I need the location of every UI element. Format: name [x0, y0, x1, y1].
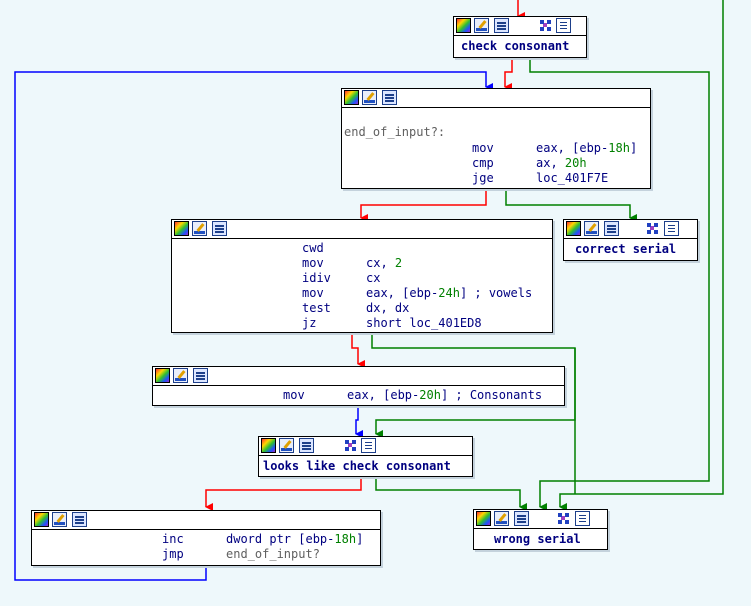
block-looks-like-check-consonant[interactable]: looks like check consonant	[258, 436, 473, 477]
mnemonic: jz	[302, 316, 317, 330]
operand: eax, [ebp-24h] ; vowels	[366, 286, 533, 300]
mnemonic: cmp	[472, 156, 494, 170]
operand: dword ptr [ebp-18h]	[226, 532, 364, 546]
node-list-icon[interactable]	[361, 438, 376, 453]
graph-color-icon[interactable]	[344, 90, 359, 105]
block-title: wrong serial	[494, 532, 581, 546]
edit-color-icon[interactable]	[173, 368, 188, 383]
edit-color-icon[interactable]	[584, 221, 599, 236]
block-header	[32, 511, 380, 530]
mnemonic: mov	[283, 388, 305, 402]
node-list-icon[interactable]	[575, 511, 590, 526]
graph-color-icon[interactable]	[261, 438, 276, 453]
block-inc-jmp[interactable]: inc dword ptr [ebp-18h] jmp end_of_input…	[31, 510, 381, 566]
edge-end-to-correct	[505, 189, 637, 222]
block-cwd-idiv[interactable]: cwd mov cx, 2 idiv cx mov eax, [ebp-24h]…	[171, 219, 553, 333]
block-title: correct serial	[575, 242, 677, 256]
mnemonic: idiv	[302, 271, 331, 285]
block-header	[153, 367, 564, 386]
block-title: looks like check consonant	[263, 459, 451, 473]
graph-color-icon[interactable]	[456, 18, 471, 33]
graph-color-icon[interactable]	[566, 221, 581, 236]
edit-color-icon[interactable]	[279, 438, 294, 453]
mnemonic: cwd	[302, 241, 324, 255]
code-label[interactable]: end_of_input?:	[344, 125, 446, 139]
group-nodes-icon[interactable]	[538, 18, 553, 33]
block-header	[342, 89, 650, 108]
xref-list-icon[interactable]	[382, 90, 397, 105]
node-list-icon[interactable]	[664, 221, 679, 236]
group-nodes-icon[interactable]	[645, 221, 660, 236]
edit-color-icon[interactable]	[494, 511, 509, 526]
jump-target[interactable]: end_of_input?	[226, 547, 320, 561]
operand: dx, dx	[366, 301, 410, 315]
operand: eax, [ebp-18h]	[536, 141, 638, 155]
mnemonic: mov	[472, 141, 494, 155]
edge-looks-to-wrong	[375, 476, 527, 511]
block-title: check consonant	[461, 39, 570, 53]
node-list-icon[interactable]	[556, 18, 571, 33]
edge-end-to-cwd	[360, 189, 487, 222]
edit-color-icon[interactable]	[474, 18, 489, 33]
operand: cx	[366, 271, 381, 285]
xref-list-icon[interactable]	[212, 221, 227, 236]
xref-list-icon[interactable]	[604, 221, 619, 236]
block-header	[474, 510, 607, 529]
block-correct-serial[interactable]: correct serial	[563, 219, 698, 261]
xref-list-icon[interactable]	[193, 368, 208, 383]
block-mov-consonants[interactable]: mov eax, [ebp-20h] ; Consonants	[152, 366, 565, 406]
edit-color-icon[interactable]	[362, 90, 377, 105]
mnemonic: jmp	[162, 547, 184, 561]
edit-color-icon[interactable]	[192, 221, 207, 236]
graph-color-icon[interactable]	[174, 221, 189, 236]
edit-color-icon[interactable]	[52, 512, 67, 527]
jump-target[interactable]: short loc_401ED8	[366, 316, 482, 330]
block-header	[172, 220, 552, 239]
edge-check-to-end-of-input	[504, 58, 513, 91]
graph-color-icon[interactable]	[476, 511, 491, 526]
operand: eax, [ebp-20h] ; Consonants	[347, 388, 543, 402]
operand: ax, 20h	[536, 156, 587, 170]
edge-cwd-to-mov	[351, 333, 365, 368]
block-header	[454, 17, 586, 36]
xref-list-icon[interactable]	[72, 512, 87, 527]
mnemonic: jge	[472, 171, 494, 185]
block-end-of-input[interactable]: end_of_input?: mov eax, [ebp-18h] cmp ax…	[341, 88, 651, 189]
edge-looks-to-inc	[205, 476, 362, 511]
edge-mov-to-looks	[355, 405, 363, 438]
mnemonic: inc	[162, 532, 184, 546]
graph-color-icon[interactable]	[155, 368, 170, 383]
block-check-consonant[interactable]: check consonant	[453, 16, 587, 58]
block-wrong-serial[interactable]: wrong serial	[473, 509, 608, 550]
operand: cx, 2	[366, 256, 403, 270]
xref-list-icon[interactable]	[494, 18, 509, 33]
block-header	[259, 437, 472, 456]
xref-list-icon[interactable]	[299, 438, 314, 453]
xref-list-icon[interactable]	[514, 511, 529, 526]
mnemonic: mov	[302, 286, 324, 300]
group-nodes-icon[interactable]	[556, 511, 571, 526]
jump-target[interactable]: loc_401F7E	[536, 171, 609, 185]
group-nodes-icon[interactable]	[343, 438, 358, 453]
block-header	[564, 220, 697, 239]
mnemonic: mov	[302, 256, 324, 270]
graph-color-icon[interactable]	[34, 512, 49, 527]
mnemonic: test	[302, 301, 331, 315]
